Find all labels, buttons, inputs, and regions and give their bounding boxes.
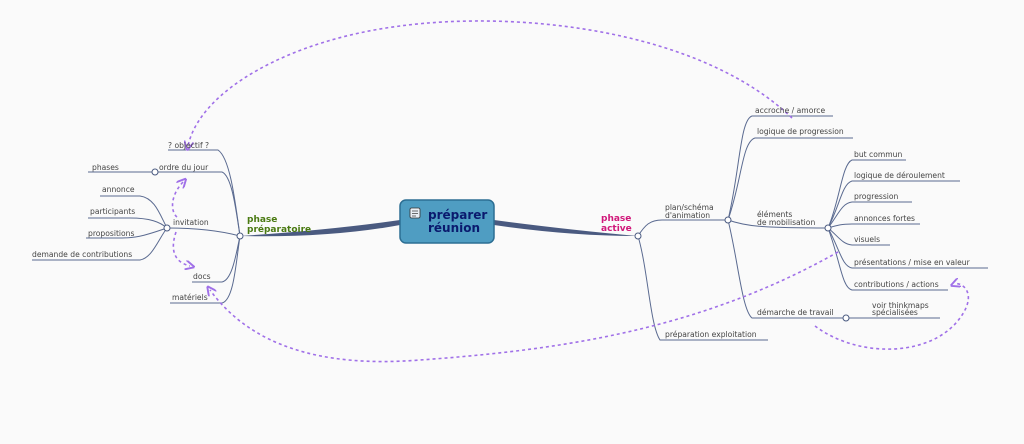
node-participants[interactable]: participants <box>90 207 135 216</box>
phase-preparatoire-line1: phase <box>247 215 277 225</box>
left-branches <box>32 149 241 304</box>
node-demarche[interactable]: démarche de travail <box>757 308 834 317</box>
main-trunks <box>240 220 638 237</box>
node-docs[interactable]: docs <box>193 272 211 281</box>
right-branches <box>637 115 988 341</box>
phase-preparatoire-node[interactable]: phase préparatoire <box>247 215 311 235</box>
node-logique-progression[interactable]: logique de progression <box>757 127 844 136</box>
phase-active-line1: phase <box>601 214 631 224</box>
central-title-line1: préparer <box>428 208 487 222</box>
cross-links <box>171 20 970 363</box>
node-plan-line1[interactable]: plan/schéma <box>665 203 714 212</box>
node-accroche[interactable]: accroche / amorce <box>755 106 825 115</box>
node-voir-line1[interactable]: voir thinkmaps <box>872 301 929 310</box>
node-annonces-fortes[interactable]: annonces fortes <box>854 214 915 223</box>
connector-dots <box>151 168 850 322</box>
node-invitation[interactable]: invitation <box>173 218 209 227</box>
node-logique-deroulement[interactable]: logique de déroulement <box>854 171 945 180</box>
node-annonce[interactable]: annonce <box>102 185 135 194</box>
node-ordre-du-jour[interactable]: ordre du jour <box>159 163 209 172</box>
node-materiels[interactable]: matériels <box>172 293 208 302</box>
node-plan-line2[interactable]: d'animation <box>665 211 710 220</box>
node-contributions[interactable]: contributions / actions <box>854 280 939 289</box>
phase-active-node[interactable]: phase active <box>601 214 632 234</box>
left-labels: ? objectif ? ordre du jour phases invita… <box>32 141 211 302</box>
notepad-icon <box>409 207 421 219</box>
node-elements-line1[interactable]: éléments <box>757 210 792 219</box>
node-visuels[interactable]: visuels <box>854 235 880 244</box>
central-node[interactable]: préparer réunion <box>399 199 495 244</box>
node-voir-line2[interactable]: spécialisées <box>872 308 918 317</box>
node-preparation-exploitation[interactable]: préparation exploitation <box>665 330 757 339</box>
node-progression[interactable]: progression <box>854 192 899 201</box>
node-presentations[interactable]: présentations / mise en valeur <box>854 258 971 267</box>
phase-preparatoire-line2: préparatoire <box>247 224 311 235</box>
node-propositions[interactable]: propositions <box>88 229 134 238</box>
phase-active-line2: active <box>601 224 632 234</box>
central-title-line2: réunion <box>428 221 480 235</box>
node-but-commun[interactable]: but commun <box>854 150 902 159</box>
node-objectif[interactable]: ? objectif ? <box>168 141 209 150</box>
node-demande-contributions[interactable]: demande de contributions <box>32 250 132 259</box>
node-elements-line2[interactable]: de mobilisation <box>757 218 815 227</box>
right-labels: plan/schéma d'animation accroche / amorc… <box>665 106 971 339</box>
node-phases[interactable]: phases <box>92 163 119 172</box>
